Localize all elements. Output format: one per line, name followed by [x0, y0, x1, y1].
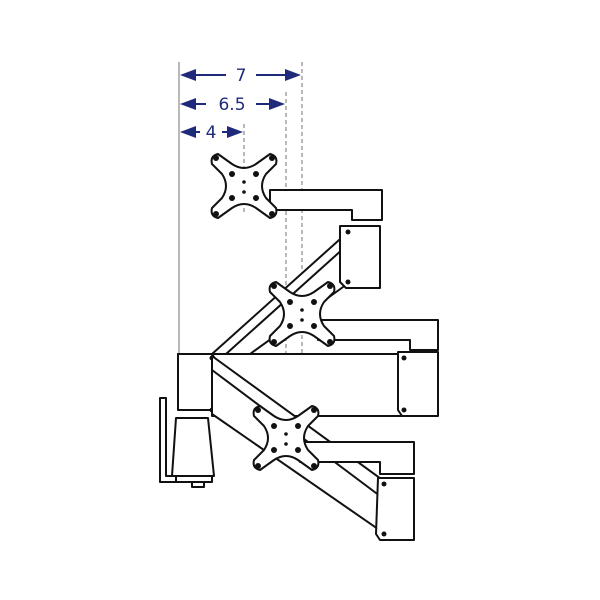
- arrowhead-right: [269, 98, 285, 110]
- arrowhead-left: [180, 69, 196, 81]
- middle-joint: [397, 351, 439, 417]
- dimension-label-6-5: 6.5: [218, 95, 245, 115]
- middle-head-bar: [317, 319, 439, 351]
- upper-head-bar: [269, 189, 383, 221]
- dimension-label-4: 4: [206, 123, 217, 143]
- vesa-plate-middle: [268, 281, 336, 347]
- vesa-plate-lower: [252, 405, 320, 471]
- dimension-label-7: 7: [236, 66, 247, 86]
- arrowhead-left: [180, 126, 196, 138]
- dimension-6-5: 6.5: [180, 95, 285, 115]
- arrowhead-right: [285, 69, 301, 81]
- desk-clamp: [159, 397, 215, 488]
- upper-joint: [339, 225, 381, 289]
- dimension-7: 7: [180, 66, 301, 86]
- arrowhead-left: [180, 98, 196, 110]
- dimension-4: 4: [180, 123, 243, 143]
- vesa-plate-upper: [210, 153, 278, 219]
- arrowhead-right: [227, 126, 243, 138]
